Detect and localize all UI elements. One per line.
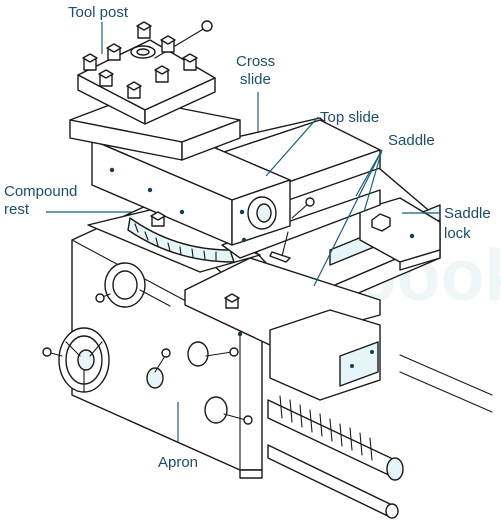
label-saddle-lock-line2: lock [444, 225, 471, 242]
bolt-1 [82, 53, 98, 71]
apron-lever-2 [187, 341, 239, 367]
leader-lines [46, 22, 440, 442]
feed-rod [267, 444, 399, 519]
label-compound-rest-line2: rest [4, 201, 30, 218]
tool-post-bolts [82, 21, 198, 99]
bolt-6 [98, 69, 114, 87]
bolt-3 [136, 21, 152, 39]
leader-saddle-3 [313, 149, 383, 287]
bolt-8 [154, 65, 170, 83]
handwheel [42, 327, 110, 393]
label-cross-slide-line1: Cross [236, 53, 275, 70]
leader-top-slide [265, 116, 319, 177]
label-apron: Apron [158, 454, 198, 471]
bolt-5 [182, 53, 198, 71]
leader-saddle-2 [363, 149, 383, 213]
saddle-lock-bolt [371, 213, 391, 232]
label-cross-slide-line2: slide [240, 71, 271, 88]
handwheel-hub-drum [95, 262, 171, 308]
compound-rest [87, 209, 261, 273]
apron-knob [204, 396, 253, 425]
label-compound-rest-line1: Compound [4, 183, 77, 200]
label-saddle: Saddle [388, 132, 435, 149]
bed-ways [399, 354, 493, 413]
label-tool-post: Tool post [68, 4, 129, 21]
compound-rest-bolt [150, 211, 166, 227]
label-top-slide: Top slide [320, 109, 379, 126]
apron-lever-1 [146, 348, 171, 389]
bolt-7 [126, 81, 142, 99]
label-saddle-lock-line1: Saddle [444, 205, 491, 222]
bolt-2 [106, 43, 122, 61]
apron-top-bolt [224, 293, 240, 309]
lead-screw [267, 395, 404, 481]
tool-post [69, 20, 241, 161]
bolt-4 [160, 35, 176, 53]
